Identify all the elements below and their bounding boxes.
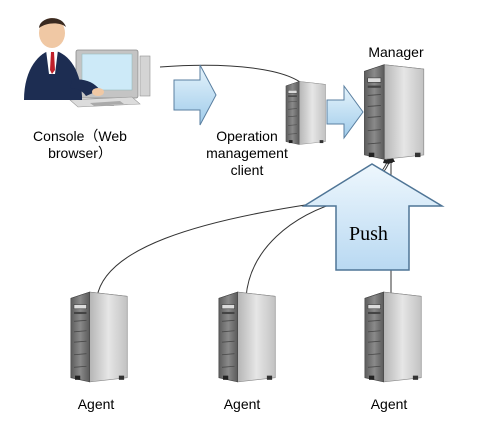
manager-label: Manager [368, 44, 424, 60]
agent2-label: Agent [223, 396, 261, 412]
agent3-label: Agent [370, 396, 408, 412]
omc-label: Operation management client [206, 128, 288, 178]
agent1-server-icon [70, 291, 128, 383]
connector-agent2-push [245, 199, 346, 298]
console-person-at-computer-icon [24, 18, 151, 108]
console-label: Console（Web browser） [33, 128, 127, 161]
flow-arrow-1-block-arrow-right-icon [173, 64, 217, 126]
agent1-label: Agent [77, 396, 115, 412]
agent2-server-icon [218, 291, 276, 383]
agent3-server-icon [364, 291, 422, 383]
manager-server-icon [363, 64, 425, 160]
flow-arrow-2-block-arrow-right-icon [326, 84, 364, 140]
connector-agent1-push [96, 199, 341, 298]
push-label: Push [349, 223, 388, 245]
push-arrow-block-arrow-up-icon [301, 163, 445, 271]
